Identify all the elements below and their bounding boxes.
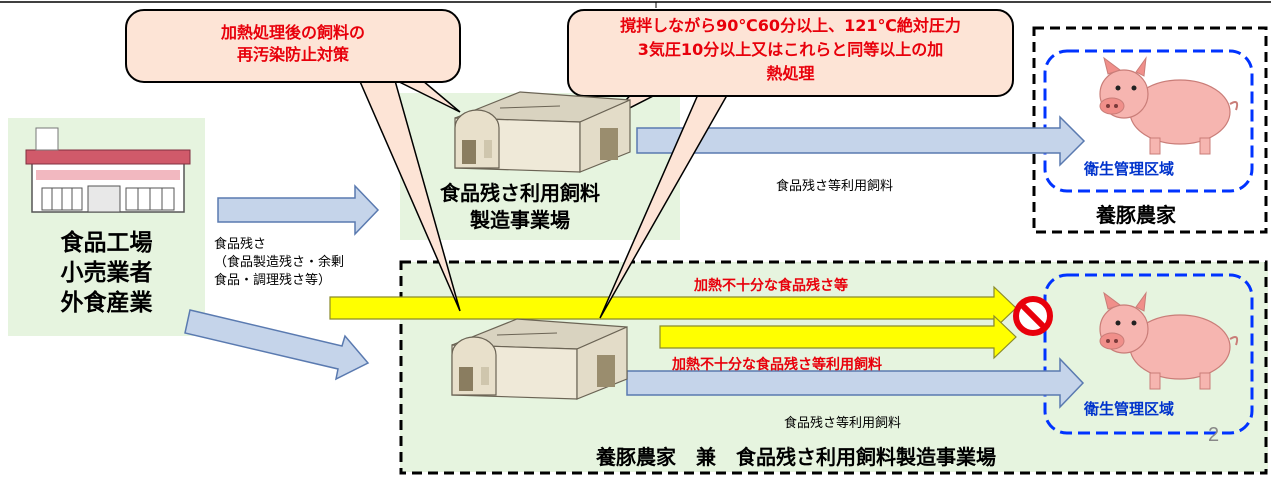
food-waste-line3: 食品・調理残さ等） <box>214 273 332 288</box>
food-waste-line2: （食品製造残さ・余剰 <box>214 255 345 270</box>
factory-icon-top <box>454 91 631 173</box>
callout-right-text: 撹拌しながら90℃60分以上、121℃絶対圧力 3気圧10分以上又はこれらと同等… <box>568 14 1013 86</box>
hygiene-zone-bottom-frame <box>1043 273 1254 435</box>
plant-line1: 食品残さ利用飼料 <box>440 181 600 205</box>
arrow-insufficient-waste <box>329 285 1017 331</box>
arrow-source-to-plant <box>217 184 380 236</box>
store-icon <box>25 127 191 213</box>
insufficient-feed-label: 加熱不十分な食品残さ等利用飼料 <box>672 357 882 373</box>
hygiene-zone-top-label: 衛生管理区域 <box>1084 160 1175 178</box>
arrow-plant-to-farm <box>636 115 1086 167</box>
arrow-combined-feed-to-pig <box>626 357 1085 409</box>
pig-icon-top <box>1099 56 1239 155</box>
callout-left-shape <box>125 9 461 312</box>
callout-right-line2: 3気圧10分以上又はこれらと同等以上の加 <box>637 40 944 59</box>
arrow-source-to-combined <box>184 309 370 381</box>
source-line1: 食品工場 <box>60 230 153 256</box>
callout-right-line3: 熱処理 <box>766 64 815 83</box>
feed-label-bottom: 食品残さ等利用飼料 <box>784 416 902 431</box>
source-line2: 小売業者 <box>60 260 153 286</box>
callout-left-text: 加熱処理後の飼料の 再汚染防止対策 <box>126 22 460 66</box>
plant-line2: 製造事業場 <box>470 208 570 232</box>
arrow-insufficient-feed <box>659 314 1017 360</box>
hygiene-zone-bottom-label: 衛生管理区域 <box>1084 400 1175 418</box>
callout-left-line2: 再汚染防止対策 <box>236 45 349 64</box>
source-label: 食品工場 小売業者 外食産業 <box>8 228 205 318</box>
factory-icon-bottom <box>451 318 628 400</box>
food-waste-line1: 食品残さ <box>214 237 267 252</box>
callout-right-shape <box>567 9 1014 319</box>
plant-label: 食品残さ利用飼料 製造事業場 <box>420 180 620 234</box>
feed-label-top: 食品残さ等利用飼料 <box>776 179 894 194</box>
farm-bottom-label: 養豚農家 兼 食品残さ利用飼料製造事業場 <box>596 445 996 469</box>
hygiene-zone-top-frame <box>1043 49 1254 193</box>
source-line3: 外食産業 <box>60 290 153 316</box>
prohibition-icon <box>1013 296 1053 336</box>
insufficient-waste-label: 加熱不十分な食品残さ等 <box>694 278 848 294</box>
callout-left-line1: 加熱処理後の飼料の <box>220 23 365 42</box>
combined-farm-frame <box>399 260 1268 475</box>
food-waste-label: 食品残さ （食品製造残さ・余剰 食品・調理残さ等） <box>214 236 344 290</box>
callout-right-line1: 撹拌しながら90℃60分以上、121℃絶対圧力 <box>620 16 961 35</box>
page-number: 2 <box>1208 424 1220 446</box>
farm-top-label: 養豚農家 <box>1096 203 1176 227</box>
pig-icon-bottom <box>1099 291 1239 390</box>
